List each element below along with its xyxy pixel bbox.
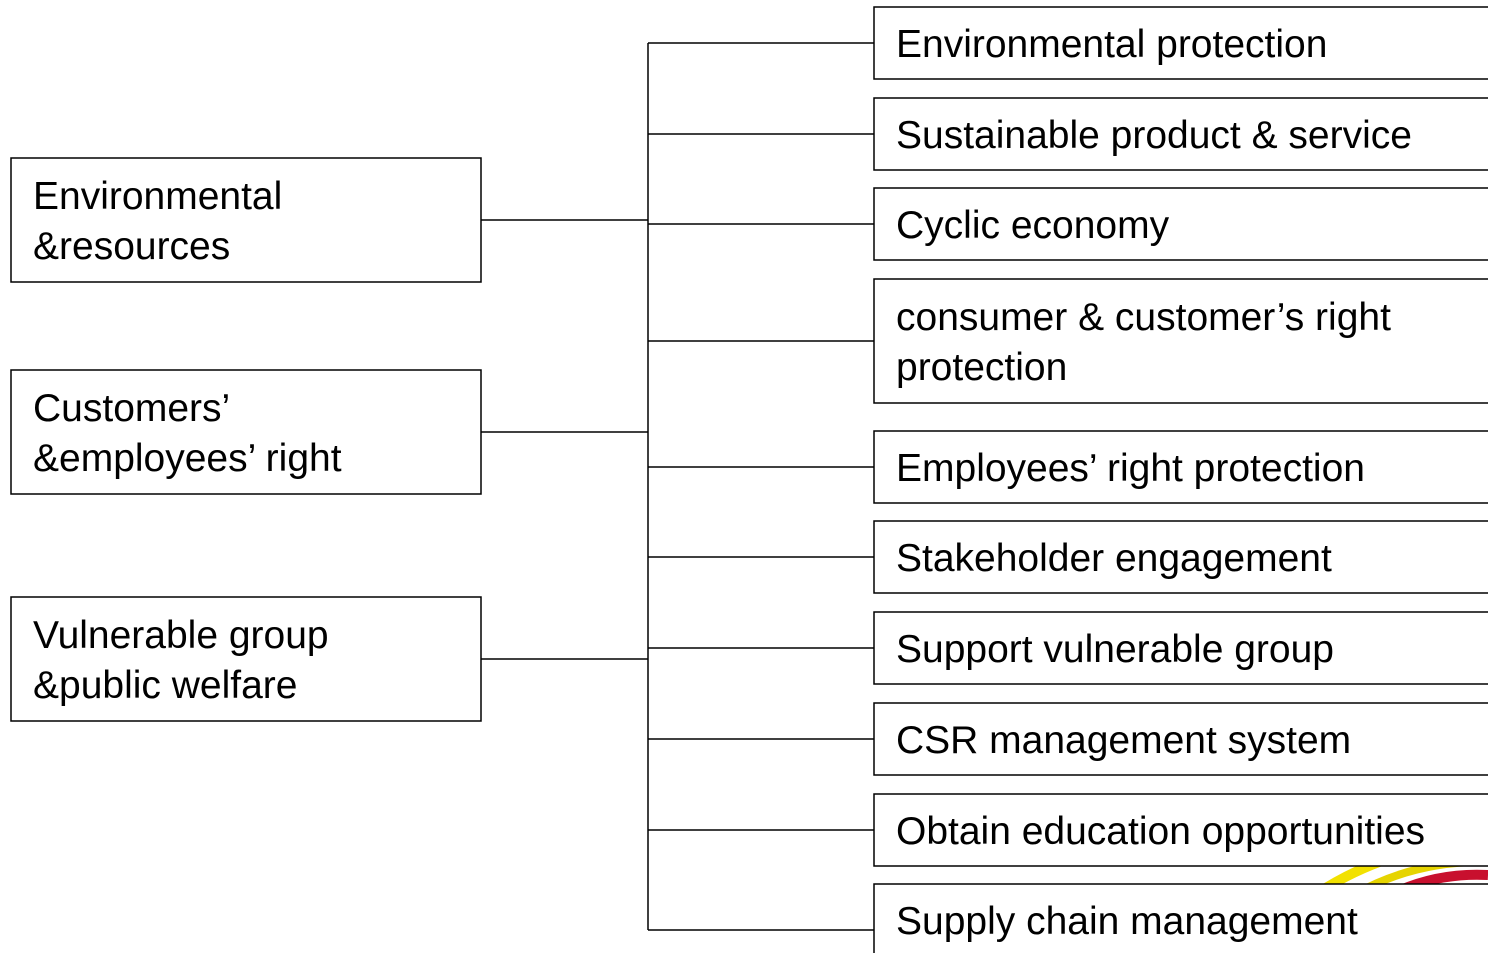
topic-csr-management: CSR management system <box>873 702 1488 776</box>
topic-support-vulnerable-line-1: Support vulnerable group <box>896 628 1334 671</box>
category-environmental-line-2: &resources <box>33 225 230 268</box>
category-environmental: Environmental&resources <box>10 157 482 283</box>
topic-cyclic-economy-line-1: Cyclic economy <box>896 204 1170 247</box>
category-rights-line-1: Customers’ <box>33 387 230 430</box>
topic-consumer-rights: consumer & customer’s right protection <box>873 278 1488 404</box>
topic-sustainable-product-line-1: Sustainable product & service <box>896 114 1412 157</box>
category-rights: Customers’ &employees’ right <box>10 369 482 495</box>
category-box <box>10 157 482 283</box>
category-box <box>10 369 482 495</box>
category-welfare-line-2: &public welfare <box>33 664 297 707</box>
topic-box <box>873 187 1488 261</box>
category-box <box>10 596 482 722</box>
topic-csr-management-line-1: CSR management system <box>896 719 1351 762</box>
topic-box <box>873 97 1488 171</box>
topic-box <box>873 611 1488 685</box>
topic-box <box>873 520 1488 594</box>
category-welfare: Vulnerable group&public welfare <box>10 596 482 722</box>
topic-sustainable-product: Sustainable product & service <box>873 97 1488 171</box>
topic-stakeholder-engagement-line-1: Stakeholder engagement <box>896 537 1332 580</box>
topic-education-line-1: Obtain education opportunities <box>896 810 1425 853</box>
category-rights-line-2: &employees’ right <box>33 437 342 480</box>
topic-employee-rights-line-1: Employees’ right protection <box>896 447 1365 490</box>
topic-box <box>873 883 1488 953</box>
topic-consumer-rights-line-2: protection <box>896 346 1067 389</box>
topic-environmental-protection-line-1: Environmental protection <box>896 23 1327 66</box>
topic-supply-chain-line-1: Supply chain management <box>896 900 1358 943</box>
connector-lines <box>481 42 874 931</box>
category-environmental-line-1: Environmental <box>33 175 282 218</box>
topic-employee-rights: Employees’ right protection <box>873 430 1488 504</box>
topic-box <box>873 793 1488 867</box>
topic-box <box>873 278 1488 404</box>
topic-box <box>873 430 1488 504</box>
topic-box <box>873 6 1488 80</box>
topic-stakeholder-engagement: Stakeholder engagement <box>873 520 1488 594</box>
topic-cyclic-economy: Cyclic economy <box>873 187 1488 261</box>
topic-consumer-rights-line-1: consumer & customer’s right <box>896 296 1391 339</box>
category-welfare-line-1: Vulnerable group <box>33 614 329 657</box>
topic-box <box>873 702 1488 776</box>
topic-supply-chain: Supply chain management <box>873 883 1488 953</box>
topic-support-vulnerable: Support vulnerable group <box>873 611 1488 685</box>
topic-environmental-protection: Environmental protection <box>873 6 1488 80</box>
topic-education: Obtain education opportunities <box>873 793 1488 867</box>
